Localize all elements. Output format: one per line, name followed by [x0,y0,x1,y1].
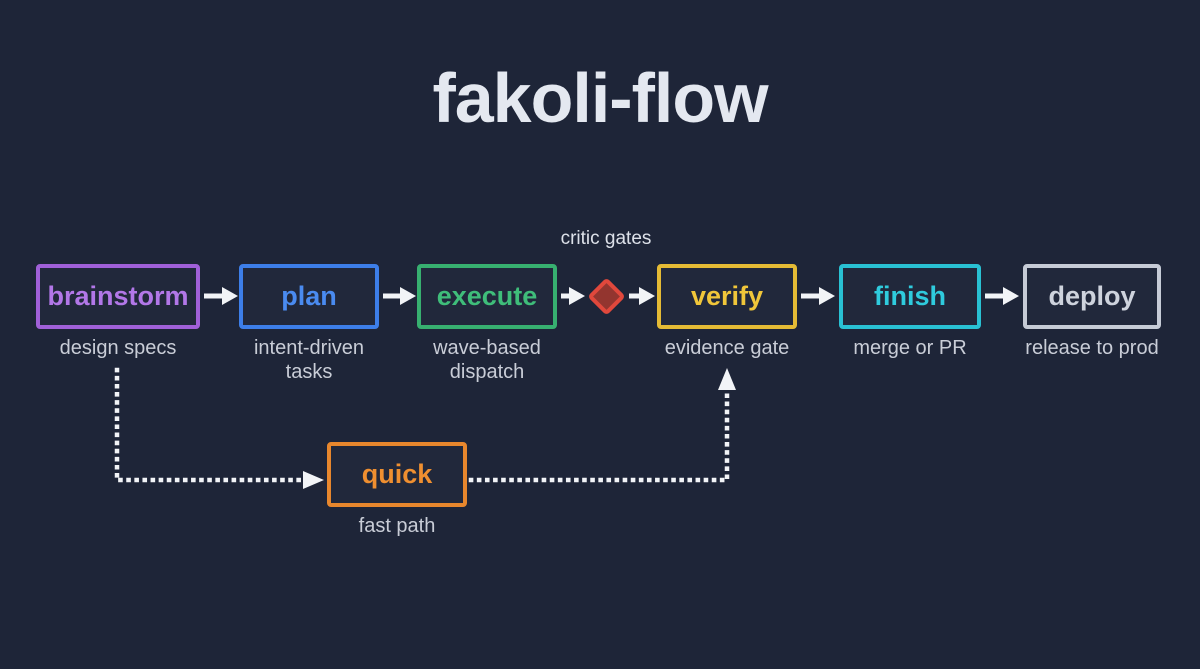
node-verify-sublabel: evidence gate [664,337,790,359]
node-plan-sublabel: intent-driven tasks [253,337,365,383]
node-deploy: deploy [1023,264,1161,329]
dotted-brainstorm-quick [114,367,304,483]
node-finish-sublabel: merge or PR [853,337,967,359]
critic-gates-label: critic gates [560,228,652,249]
arrowhead-brainstorm-plan [222,287,238,305]
node-plan: plan [239,264,379,329]
arrowhead-verify-finish [819,287,835,305]
page-title: fakoli-flow [432,59,768,137]
node-brainstorm-label: brainstorm [47,281,189,311]
node-plan-label: plan [281,281,337,311]
dotted-path-arrowheads [303,368,736,489]
node-finish-label: finish [874,281,946,311]
node-verify: verify [657,264,797,329]
arrowhead-gates-verify [639,287,655,305]
node-deploy-label: deploy [1048,281,1136,311]
node-brainstorm: brainstorm [36,264,200,329]
node-quick: quick [327,442,467,507]
node-quick-label: quick [361,459,433,489]
arrowhead-execute-gates [569,287,585,305]
dotted-quick-verify [468,390,730,483]
arrowhead-into-verify [718,368,736,390]
node-verify-label: verify [690,281,764,311]
node-execute-sublabel: wave-based dispatch [433,337,541,383]
node-execute-label: execute [436,281,538,311]
node-deploy-sublabel: release to prod [1025,337,1159,359]
arrowhead-plan-execute [400,287,416,305]
dotted-fast-path [114,367,730,483]
node-finish: finish [839,264,981,329]
arrowhead-finish-deploy [1003,287,1019,305]
solid-flow-arrows [204,287,1019,305]
node-brainstorm-sublabel: design specs [59,337,177,359]
arrowhead-into-quick [303,471,324,489]
node-quick-sublabel: fast path [358,515,436,537]
node-execute: execute [417,264,557,329]
